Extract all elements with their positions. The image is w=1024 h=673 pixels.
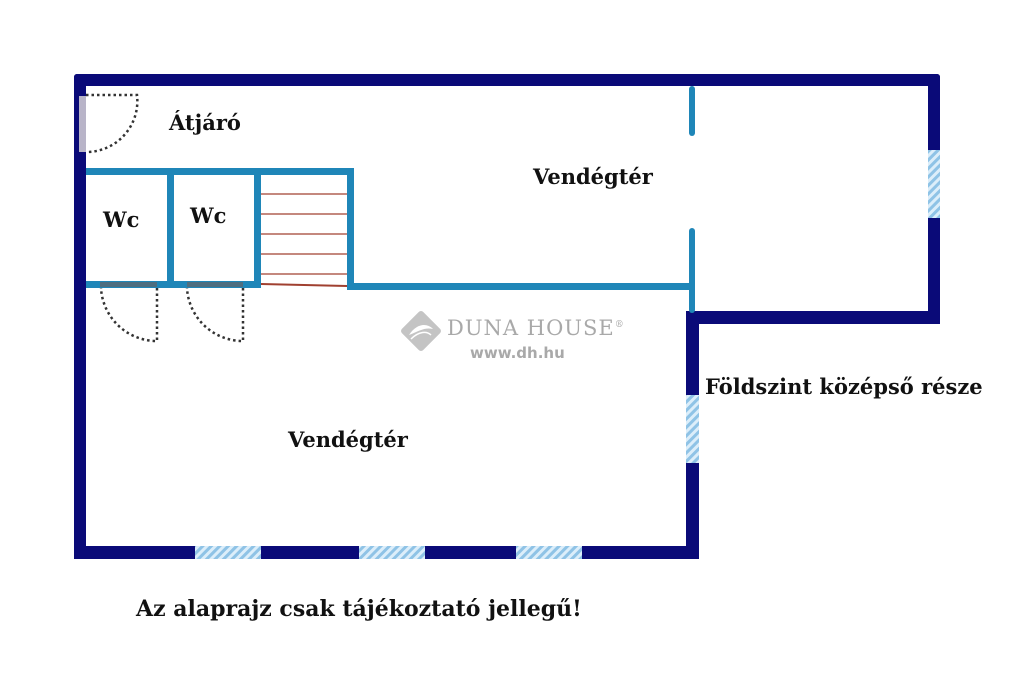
window-bottom-2 — [359, 546, 425, 559]
left-wall — [74, 74, 86, 559]
room-label-wc-1: Wc — [103, 207, 140, 232]
window-bottom-3 — [516, 546, 582, 559]
wc1-door-opening — [100, 282, 157, 287]
stair-left-wall — [254, 168, 261, 286]
staircase — [260, 193, 348, 287]
duna-house-logo-icon — [401, 311, 441, 351]
room-label-atjaro: Átjáró — [169, 110, 241, 135]
stair-right-wall — [347, 168, 354, 286]
watermark-brand-text: DUNA HOUSE — [447, 316, 615, 340]
plan-title: Földszint középső része — [705, 374, 983, 399]
door-swings — [85, 93, 245, 343]
wc-divider-wall — [167, 168, 174, 286]
wc2-door-opening — [187, 282, 243, 287]
top-wall — [74, 74, 940, 86]
wc-top-wall — [86, 168, 353, 175]
inner-walls — [86, 86, 695, 313]
window-bottom-1 — [195, 546, 261, 559]
room-label-vendegter-upper: Vendégtér — [533, 164, 653, 189]
partition-lower — [689, 228, 695, 313]
entrance-door-frame — [79, 96, 86, 152]
room-label-vendegter-lower: Vendégtér — [288, 427, 408, 452]
window-lower-right — [686, 395, 699, 463]
wc-bottom-wall — [86, 281, 261, 288]
step-wall — [686, 311, 940, 324]
window-right — [928, 150, 940, 218]
disclaimer: Az alaprajz csak tájékoztató jellegű! — [136, 596, 582, 622]
corridor-wall — [347, 283, 695, 290]
watermark-registered: ® — [614, 320, 625, 330]
partition-upper — [689, 86, 695, 136]
wc1-door-swing — [99, 287, 159, 343]
room-label-wc-2: Wc — [190, 203, 227, 228]
wc2-door-swing — [185, 287, 245, 343]
entrance-door-swing — [85, 93, 139, 154]
watermark-url: www.dh.hu — [470, 344, 565, 362]
windows — [79, 96, 940, 559]
watermark-brand: DUNA HOUSE® — [447, 316, 625, 340]
